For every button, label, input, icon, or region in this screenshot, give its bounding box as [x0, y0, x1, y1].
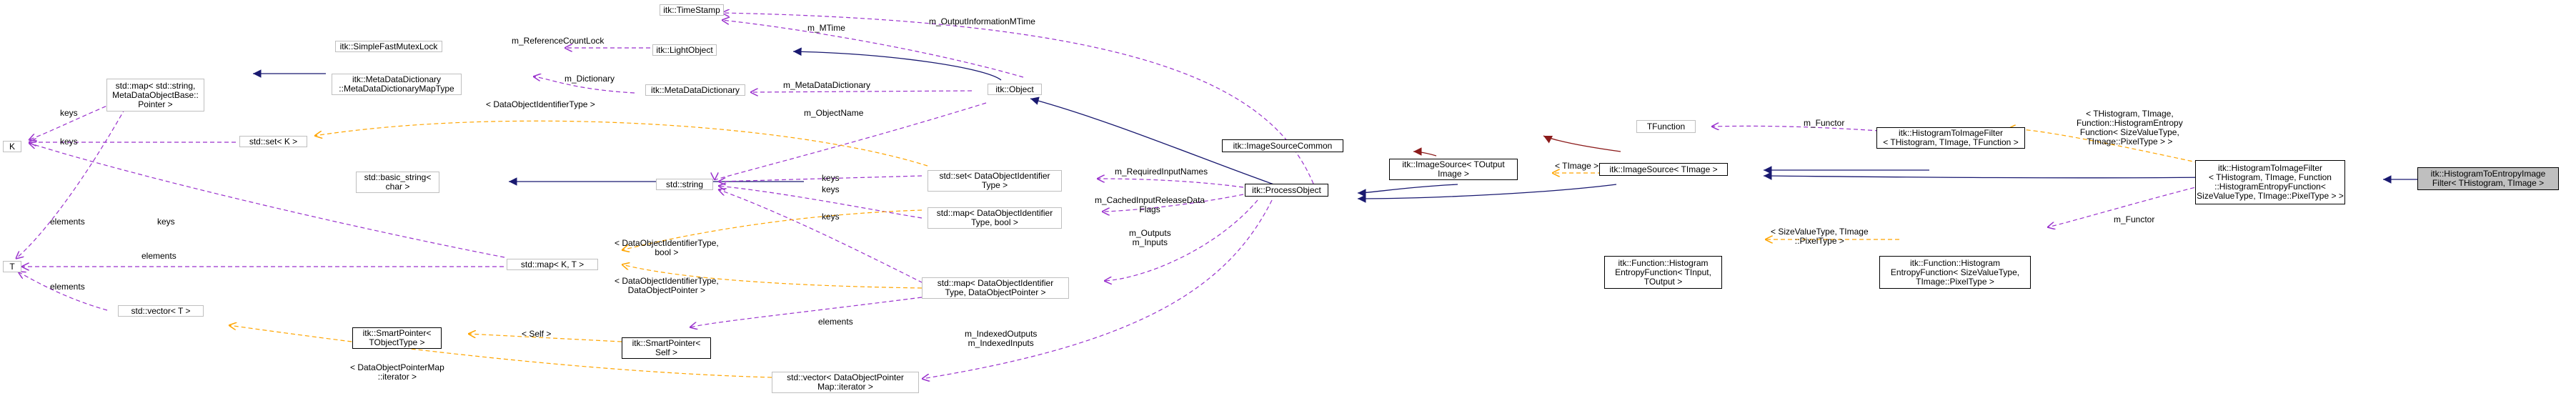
node-stdvector-t[interactable]: std::vector< T >	[118, 305, 204, 317]
label-m-functor-top: m_Functor	[1804, 118, 1845, 128]
edge-smartptr-self	[468, 334, 622, 342]
node-k[interactable]: K	[3, 141, 21, 152]
edge-stdmap-t	[16, 101, 129, 259]
edge-mapkt-mappointer	[622, 264, 923, 289]
label-m-cachedinputreleasedataflags: m_CachedInputReleaseData Flags	[1095, 195, 1205, 214]
label-m-requiredinputnames: m_RequiredInputNames	[1115, 167, 1208, 177]
label-elements-map-t: elements	[50, 217, 85, 227]
edge-mapbool-processobject	[1102, 194, 1244, 212]
label-m-indexedoutputs-inputs: m_IndexedOutputs m_IndexedInputs	[965, 329, 1038, 348]
label-m-outputinformationmtime: m_OutputInformationMTime	[929, 16, 1035, 26]
label-keys-set-k: keys	[60, 137, 78, 147]
node-histogram-entropyfunction-sizevalue[interactable]: itk::Function::Histogram EntropyFunction…	[1879, 256, 2031, 289]
edge-object-processobject	[1030, 96, 1287, 189]
node-imagesource-toutputimage[interactable]: itk::ImageSource< TOutput Image >	[1389, 159, 1518, 180]
label-elements-smartptr: elements	[818, 317, 853, 327]
node-processobject[interactable]: itk::ProcessObject	[1245, 184, 1328, 197]
label-m-functor-bottom: m_Functor	[2114, 214, 2155, 224]
label-keys-set-string: keys	[822, 173, 840, 183]
label-bool-tpl: < DataObjectIdentifierType, bool >	[615, 238, 719, 257]
node-stdmap-k-t[interactable]: std::map< K, T >	[507, 259, 598, 270]
edge-mapdict-metadict	[533, 76, 635, 94]
edge-mappointer-stdstring	[718, 189, 930, 287]
edge-vector-vectormap	[229, 325, 772, 378]
node-smartpointer-self[interactable]: itk::SmartPointer< Self >	[622, 337, 711, 359]
node-imagesource-timage[interactable]: itk::ImageSource< TImage >	[1599, 163, 1728, 176]
label-m-outputs-inputs: m_Outputs m_Inputs	[1129, 228, 1171, 247]
label-keys-mappointer-string: keys	[822, 212, 840, 222]
label-dataobjectidentifiertype: < DataObjectIdentifierType >	[486, 99, 595, 109]
node-timestamp[interactable]: itk::TimeStamp	[660, 4, 724, 16]
node-histogramtoimagefilter-tfunction[interactable]: itk::HistogramToImageFilter < THistogram…	[1876, 127, 2025, 149]
edge-imagesourcecommon-imagesource	[1543, 135, 1621, 152]
label-dataobjectpointermap-iterator: < DataObjectPointerMap ::iterator >	[350, 362, 444, 382]
node-smartpointer-tobjecttype[interactable]: itk::SmartPointer< TObjectType >	[352, 327, 442, 349]
node-simplefastmutexlock[interactable]: itk::SimpleFastMutexLock	[335, 41, 442, 52]
label-self-tpl: < Self >	[522, 329, 552, 339]
label-keys-map-k: keys	[60, 108, 78, 118]
node-tfunction[interactable]: TFunction	[1636, 120, 1696, 133]
node-stdmap-dataobjectid-pointer[interactable]: std::map< DataObjectIdentifier Type, Dat…	[922, 277, 1069, 299]
label-pointer-tpl: < DataObjectIdentifierType, DataObjectPo…	[615, 276, 719, 295]
label-m-mtime: m_MTime	[807, 23, 845, 33]
node-histogramtoentropyimagefilter[interactable]: itk::HistogramToEntropyImage Filter< THi…	[2417, 167, 2559, 190]
node-metadatadictionary-maptype[interactable]: itk::MetaDataDictionary ::MetaDataDictio…	[332, 74, 462, 95]
edge-mapkt-mapbool	[622, 209, 923, 250]
label-timage-tpl: < TImage >	[1555, 161, 1599, 171]
label-elements-vector-t: elements	[50, 282, 85, 292]
label-sizevaluetype-tpl: < SizeValueType, TImage ::PixelType >	[1771, 227, 1869, 246]
edge-setdoi-processobject	[1097, 179, 1244, 188]
edge-vectormap-processobject	[922, 199, 1273, 379]
node-metadatadictionary[interactable]: itk::MetaDataDictionary	[645, 84, 745, 96]
edge-imagesourcetimage-histentropyfilter	[1763, 172, 2209, 180]
edge-vector-t	[18, 272, 108, 311]
label-m-dictionary: m_Dictionary	[565, 74, 615, 84]
node-stdmap-string-meta[interactable]: std::map< std::string, MetaDataObjectBas…	[106, 79, 204, 112]
edge-processobject-imagesourcetoutput	[1357, 184, 1458, 197]
label-m-metadatadictionary: m_MetaDataDictionary	[783, 80, 871, 90]
node-stdset-k[interactable]: std::set< K >	[239, 136, 307, 147]
edge-mappointer-smartptr	[690, 297, 923, 327]
edge-processobject-imagesourcetimage	[1357, 184, 1617, 203]
label-m-referencecountlock: m_ReferenceCountLock	[512, 36, 605, 46]
node-object[interactable]: itk::Object	[988, 84, 1042, 95]
label-elements-mapkt-t: elements	[141, 251, 176, 261]
label-keys-mapkt-k: keys	[157, 217, 175, 227]
label-thistogram-tpl: < THistogram, TImage, Function::Histogra…	[2077, 109, 2183, 147]
node-t[interactable]: T	[3, 261, 21, 272]
edge-mappointer-processobject	[1104, 199, 1258, 281]
node-stdstring[interactable]: std::string	[656, 179, 713, 190]
node-stdset-dataobjectidentifier[interactable]: std::set< DataObjectIdentifier Type >	[928, 170, 1062, 192]
node-stdmap-dataobjectid-bool[interactable]: std::map< DataObjectIdentifier Type, boo…	[928, 207, 1062, 229]
edge-mapkt-k	[29, 143, 505, 258]
edge-imagesourcecommon-imagesource2	[1413, 147, 1437, 157]
edge-lightobject-object	[792, 47, 1002, 81]
label-keys-mapbool-string: keys	[822, 184, 840, 194]
node-stdvector-dataobjectpointermap[interactable]: std::vector< DataObjectPointer Map::iter…	[772, 372, 919, 393]
node-histogramtoimagefilter-entropy[interactable]: itk::HistogramToImageFilter < THistogram…	[2195, 160, 2345, 204]
edge-mapbool-stdstring	[718, 186, 923, 219]
node-histogram-entropyfunction-timage[interactable]: itk::Function::Histogram EntropyFunction…	[1604, 256, 1722, 289]
label-m-objectname: m_ObjectName	[804, 108, 864, 118]
node-lightobject[interactable]: itk::LightObject	[652, 44, 717, 56]
edge-tfunction-histtoimage	[1711, 126, 1901, 133]
edge-metadict-object	[750, 91, 973, 92]
edge-setk-setdoi	[314, 120, 928, 167]
node-basic-string[interactable]: std::basic_string< char >	[356, 172, 439, 193]
node-imagesourcecommon[interactable]: itk::ImageSourceCommon	[1222, 139, 1343, 152]
edge-timestamp-processobject	[722, 13, 1314, 184]
edge-setdoi-stdstring	[718, 175, 923, 182]
edge-timestamp-object	[722, 20, 1024, 78]
